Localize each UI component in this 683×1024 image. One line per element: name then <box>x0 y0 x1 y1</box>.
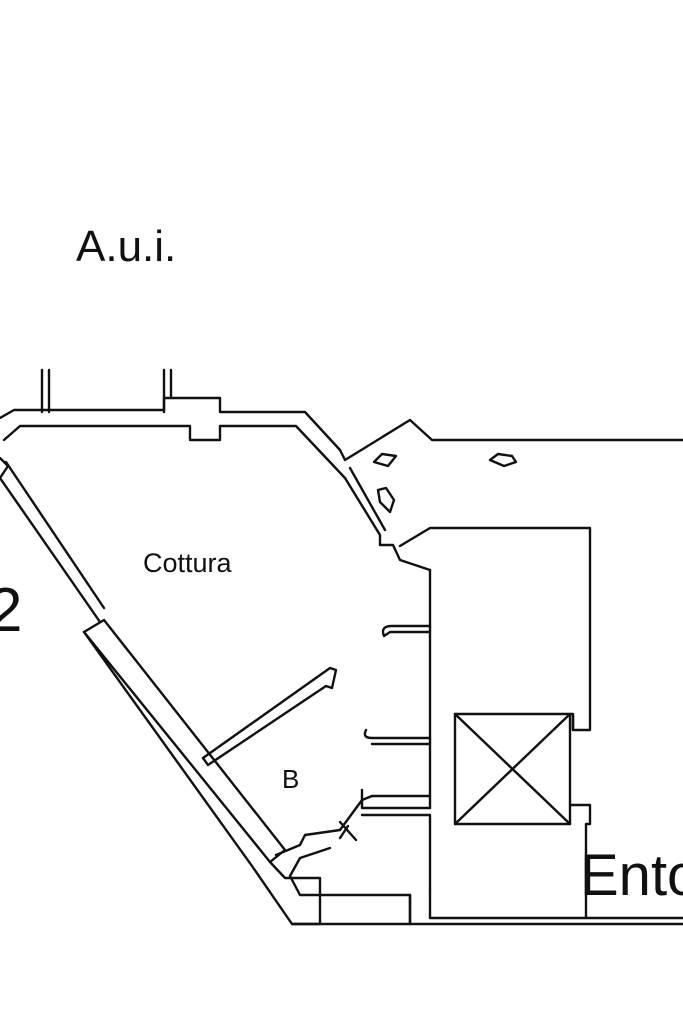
diagonal-wall-inner <box>343 476 432 572</box>
bottom-wall-right <box>428 888 683 920</box>
room-label-kitchen: Cottura <box>143 548 232 578</box>
outer-wall-top <box>0 396 342 452</box>
area-title: A.u.i. <box>76 222 177 271</box>
fixture-diamond-2 <box>488 452 518 468</box>
corridor-wall <box>398 526 592 732</box>
door-hook-lower <box>363 728 432 746</box>
lift-shaft <box>453 712 572 826</box>
fixture-diamond-3 <box>376 486 396 514</box>
bath-wall-lower <box>360 788 432 810</box>
inner-wall-top <box>2 424 347 480</box>
diagonal-wall-top-right <box>338 418 683 462</box>
wall-stub-left <box>40 368 51 414</box>
room-label-bath: B <box>282 764 300 794</box>
cropped-label-left: 2 <box>0 576 23 645</box>
partition-diagonal <box>201 666 338 767</box>
left-jamb <box>0 456 10 480</box>
outer-wall-diagonal <box>0 460 106 624</box>
diagonal-window-band <box>82 618 287 864</box>
bath-door <box>274 794 374 857</box>
shaft-top-jamb <box>568 712 575 732</box>
fixture-diamond-1 <box>372 452 398 468</box>
bottom-wall <box>290 893 683 926</box>
door-hook-upper <box>381 624 432 638</box>
shaft-right-wall <box>568 803 592 920</box>
bath-door-swing <box>338 820 358 842</box>
cropped-label-right: Ento <box>580 843 683 908</box>
lift-shaft-cross <box>453 712 572 826</box>
diagonal-wall-inner-2 <box>348 466 387 532</box>
